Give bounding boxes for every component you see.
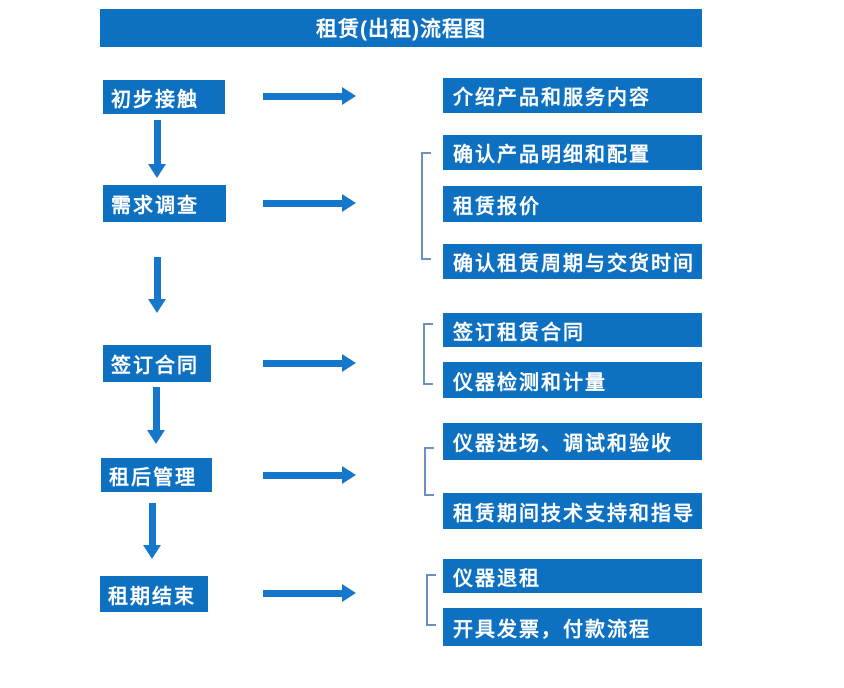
arrow-right-icon <box>263 194 356 212</box>
arrow-shaft <box>154 120 161 164</box>
arrow-right-icon <box>263 87 356 105</box>
step-box-initial-contact: 初步接触 <box>103 80 225 114</box>
detail-box: 确认租赁周期与交货时间 <box>443 244 702 279</box>
arrow-down-icon <box>143 503 161 559</box>
detail-box: 确认产品明细和配置 <box>443 135 702 170</box>
arrow-down-icon <box>147 387 165 444</box>
arrow-down-icon <box>148 257 166 313</box>
arrow-shaft <box>263 200 342 207</box>
detail-box: 仪器退租 <box>443 559 702 593</box>
arrow-shaft <box>153 387 160 430</box>
detail-box: 租赁期间技术支持和指导 <box>443 493 702 529</box>
arrow-head <box>342 354 356 372</box>
arrow-shaft <box>149 503 156 545</box>
group-bracket <box>421 152 431 260</box>
arrow-head <box>342 466 356 484</box>
arrow-shaft <box>263 472 342 479</box>
step-box-rental-end: 租期结束 <box>100 576 208 612</box>
arrow-shaft <box>263 93 342 100</box>
arrow-head <box>147 430 165 444</box>
step-box-demand-survey: 需求调查 <box>103 185 226 222</box>
detail-box: 介绍产品和服务内容 <box>443 78 702 113</box>
arrow-shaft <box>263 360 342 367</box>
detail-box: 仪器检测和计量 <box>443 362 702 398</box>
group-bracket <box>423 323 433 385</box>
step-box-sign-contract: 签订合同 <box>103 345 211 382</box>
detail-box: 仪器进场、调试和验收 <box>443 423 702 460</box>
detail-box: 租赁报价 <box>443 186 702 222</box>
arrow-right-icon <box>263 466 356 484</box>
arrow-head <box>148 299 166 313</box>
arrow-down-icon <box>148 120 166 178</box>
arrow-head <box>148 164 166 178</box>
detail-box: 签订租赁合同 <box>443 313 702 347</box>
arrow-shaft <box>263 590 342 597</box>
detail-box: 开具发票，付款流程 <box>443 608 702 646</box>
step-box-post-rental-management: 租后管理 <box>101 458 212 492</box>
group-bracket <box>426 574 436 626</box>
diagram-title: 租赁(出租)流程图 <box>100 9 702 47</box>
group-bracket <box>424 447 434 496</box>
arrow-head <box>342 194 356 212</box>
arrow-head <box>143 545 161 559</box>
arrow-head <box>342 584 356 602</box>
arrow-right-icon <box>263 584 356 602</box>
arrow-head <box>342 87 356 105</box>
arrow-right-icon <box>263 354 356 372</box>
arrow-shaft <box>154 257 161 299</box>
